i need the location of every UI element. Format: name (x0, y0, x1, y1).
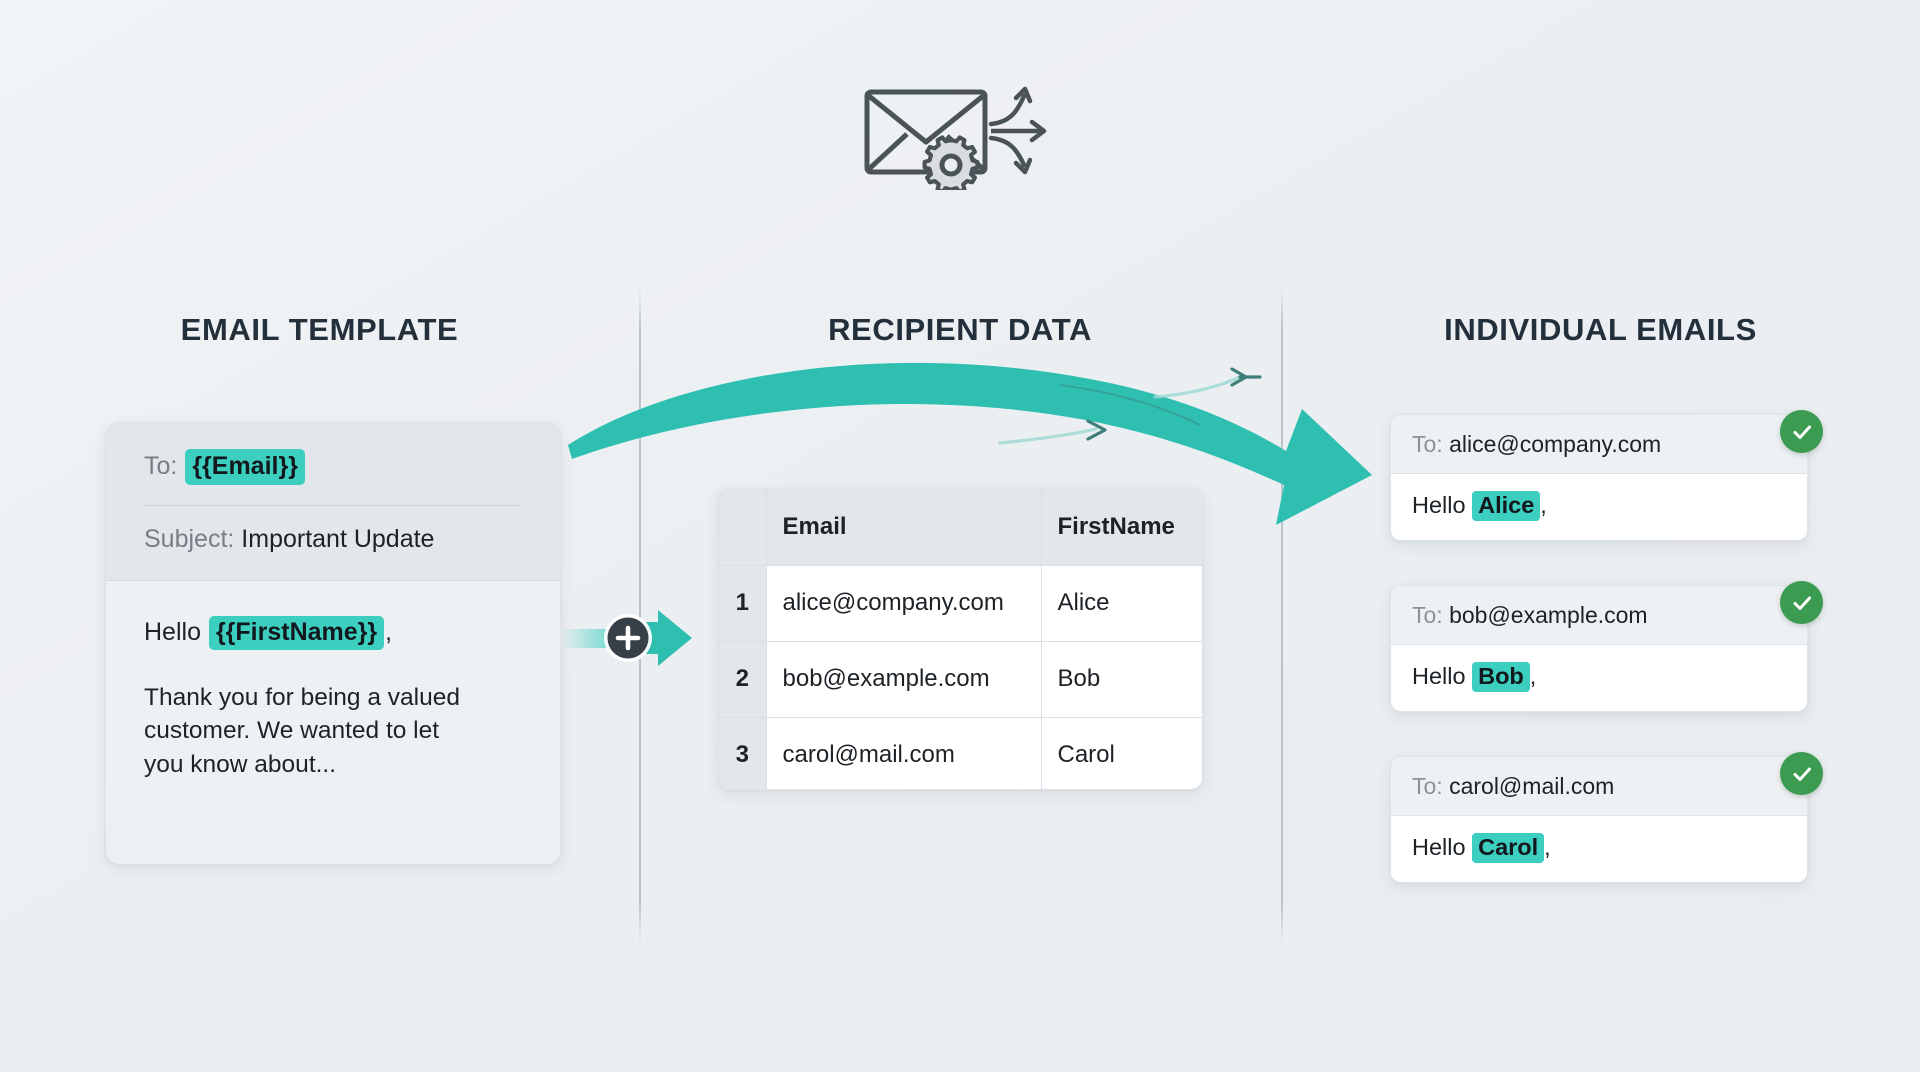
email-card-body: Hello Alice, (1391, 474, 1807, 540)
email-card-header: To: alice@company.com (1391, 415, 1807, 474)
check-circle-icon (1780, 581, 1823, 624)
template-card-header: To: {{Email}} Subject: Important Update (106, 423, 560, 581)
email-to-label: To: (1412, 602, 1443, 628)
email-greeting-suffix: , (1540, 492, 1547, 518)
template-to-row: To: {{Email}} (144, 449, 522, 486)
table-header-row: Email FirstName (719, 489, 1202, 566)
email-card-body: Hello Carol, (1391, 816, 1807, 882)
template-subject-row: Subject: Important Update (144, 524, 522, 555)
template-firstname-token: {{FirstName}} (208, 615, 385, 650)
email-to-label: To: (1412, 773, 1443, 799)
template-greeting-suffix: , (385, 617, 393, 646)
template-subject-label: Subject: (144, 525, 235, 554)
email-greeting-suffix: , (1544, 834, 1551, 860)
column-title-recipient-data: RECIPIENT DATA (828, 312, 1092, 347)
merge-plus-arrow-icon (560, 610, 692, 666)
template-header-rule (144, 505, 522, 507)
email-to-label: To: (1412, 431, 1443, 457)
check-circle-icon (1780, 752, 1823, 795)
email-recipient-name: Bob (1472, 662, 1530, 692)
row-email: carol@mail.com (766, 717, 1042, 789)
row-firstname: Bob (1041, 641, 1202, 718)
row-email: alice@company.com (766, 565, 1042, 642)
table-row[interactable]: 2 bob@example.com Bob (719, 641, 1202, 718)
individual-email-card[interactable]: To: carol@mail.com Hello Carol, (1390, 756, 1808, 883)
row-firstname: Alice (1041, 565, 1202, 642)
table-row[interactable]: 1 alice@company.com Alice (719, 565, 1202, 642)
template-body-paragraph: Thank you for being a valued customer. W… (144, 683, 460, 779)
email-to-value: bob@example.com (1449, 602, 1648, 628)
email-card-header: To: bob@example.com (1391, 586, 1807, 645)
email-to-value: alice@company.com (1449, 431, 1662, 457)
email-greeting-prefix: Hello (1412, 492, 1466, 518)
template-card-body: Hello {{FirstName}}, Thank you for being… (106, 580, 560, 782)
table-header-email: Email (766, 489, 1042, 566)
template-to-token: {{Email}} (185, 449, 305, 486)
row-index: 1 (719, 565, 767, 642)
column-divider-left (639, 288, 641, 944)
template-subject-value: Important Update (241, 525, 435, 554)
email-template-card[interactable]: To: {{Email}} Subject: Important Update … (105, 422, 561, 865)
check-circle-icon (1780, 410, 1823, 453)
email-greeting-prefix: Hello (1412, 663, 1466, 689)
row-index: 2 (719, 641, 767, 718)
table-header-index (719, 489, 767, 566)
column-divider-right (1281, 288, 1283, 944)
recipient-data-table: Email FirstName 1 alice@company.com Alic… (719, 489, 1202, 789)
template-greeting-row: Hello {{FirstName}}, (144, 615, 522, 650)
check-glyph (1793, 767, 1811, 781)
email-greeting-suffix: , (1529, 663, 1537, 689)
table-header-firstname: FirstName (1041, 489, 1202, 566)
column-title-individual-emails: INDIVIDUAL EMAILS (1444, 312, 1757, 347)
email-card-header: To: carol@mail.com (1391, 757, 1807, 816)
table-row[interactable]: 3 carol@mail.com Carol (719, 717, 1202, 789)
envelope-gear-arrows-icon (864, 86, 1047, 190)
individual-email-card[interactable]: To: bob@example.com Hello Bob, (1390, 585, 1808, 712)
row-firstname: Carol (1057, 741, 1115, 769)
row-index: 3 (719, 717, 767, 789)
row-email: bob@example.com (766, 641, 1042, 718)
email-greeting-prefix: Hello (1412, 834, 1466, 860)
email-recipient-name: Alice (1472, 491, 1541, 521)
email-recipient-name: Carol (1472, 833, 1545, 863)
email-to-value: carol@mail.com (1449, 773, 1615, 799)
email-card-body: Hello Bob, (1391, 645, 1807, 711)
check-glyph (1793, 425, 1811, 439)
template-greeting-prefix: Hello (144, 617, 201, 646)
check-glyph (1793, 596, 1811, 610)
recipient-data-table-card[interactable]: Email FirstName 1 alice@company.com Alic… (718, 488, 1203, 790)
template-to-label: To: (144, 452, 178, 480)
individual-email-card[interactable]: To: alice@company.com Hello Alice, (1390, 414, 1808, 541)
column-title-email-template: EMAIL TEMPLATE (180, 312, 459, 347)
